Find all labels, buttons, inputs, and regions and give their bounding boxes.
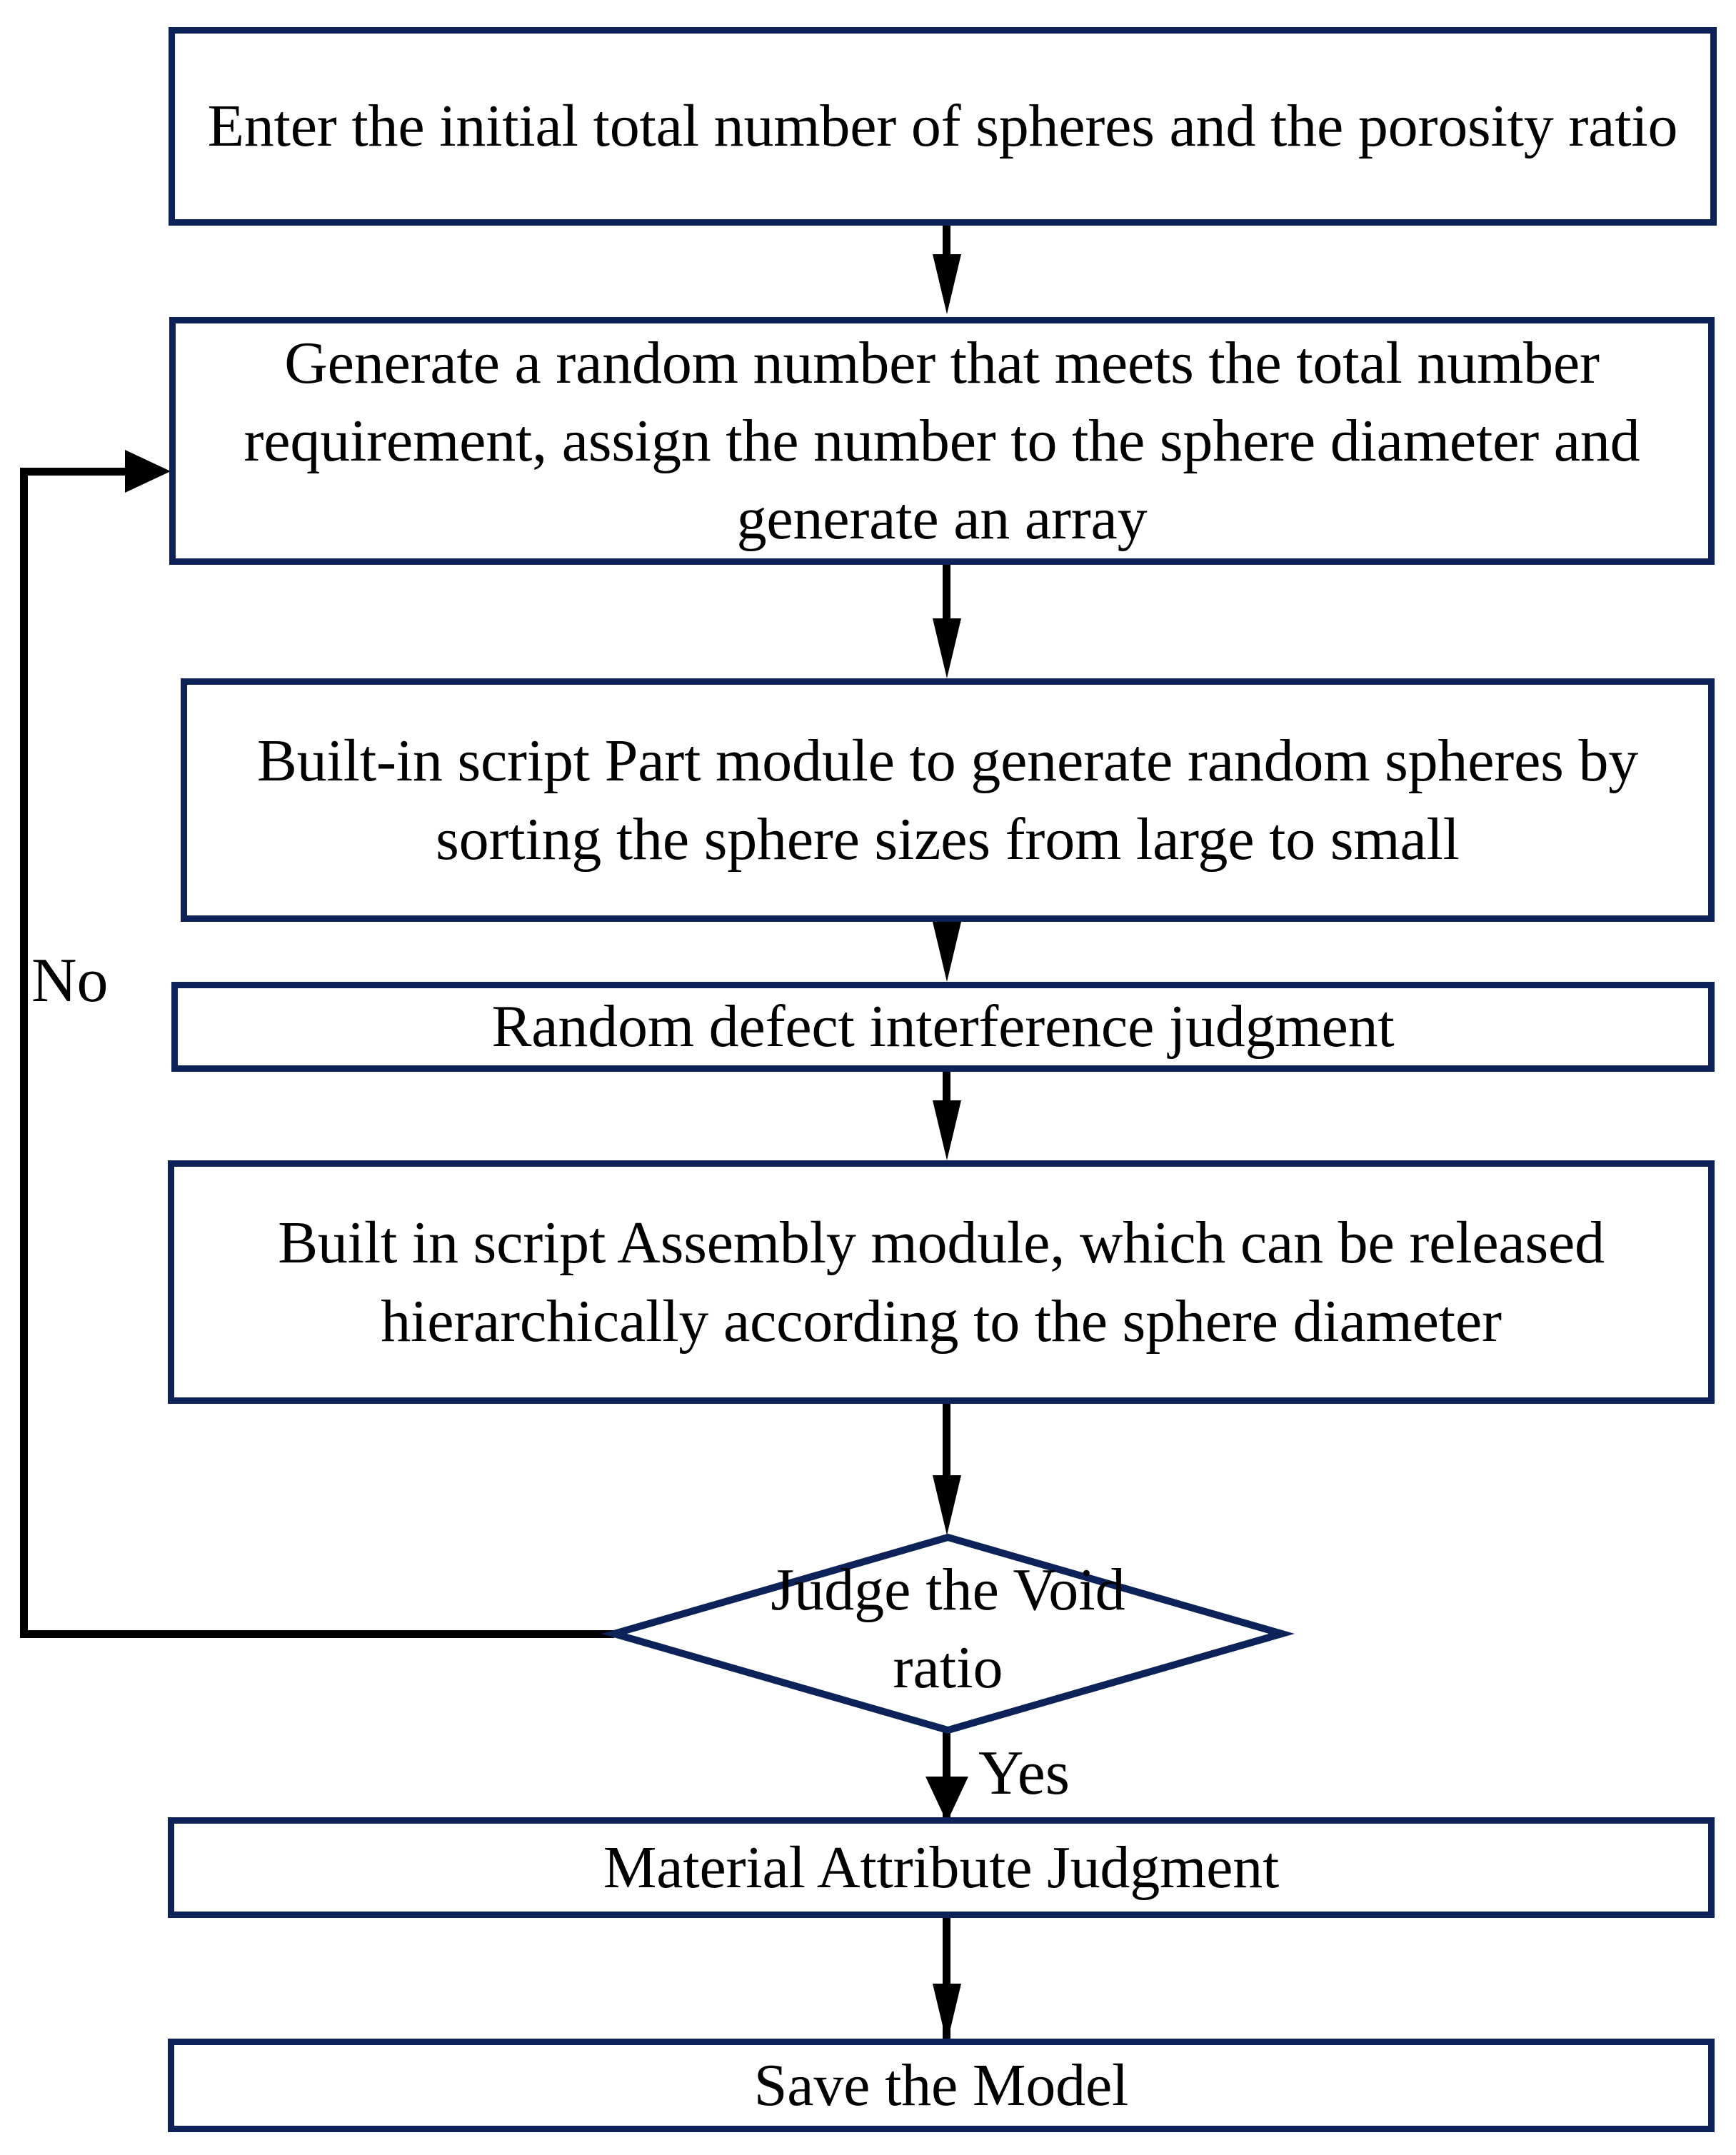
node-save: Save the Model [168, 2039, 1715, 2132]
arrowhead-defect-to-assembly [933, 1100, 961, 1160]
arrowhead-material-to-save [933, 1984, 961, 2044]
node-generate: Generate a random number that meets the … [169, 317, 1715, 565]
node-save-label: Save the Model [753, 2051, 1129, 2119]
arrowhead-decision-to-material [925, 1777, 968, 1822]
connector-input-to-generate [943, 226, 950, 278]
node-part-label: Built-in script Part module to generate … [256, 728, 1639, 873]
connector-no-vertical-rail [20, 468, 28, 1638]
edge-label-no: No [31, 946, 109, 1015]
node-input-label: Enter the initial total number of sphere… [207, 93, 1678, 160]
node-material: Material Attribute Judgment [168, 1817, 1715, 1918]
connector-decision-to-material [943, 1730, 950, 1819]
node-defect-label: Random defect interference judgment [491, 993, 1395, 1060]
arrowhead-no-to-generate [125, 450, 171, 493]
connector-no-horizontal-bottom [20, 1630, 614, 1638]
connector-no-horizontal-top [20, 468, 156, 476]
node-generate-label: Generate a random number that meets the … [244, 329, 1640, 553]
node-part: Built-in script Part module to generate … [181, 678, 1715, 922]
connector-material-to-save [943, 1918, 950, 2041]
connector-generate-to-part [943, 565, 950, 629]
arrowhead-assembly-to-decision [933, 1475, 961, 1535]
edge-label-yes: Yes [978, 1739, 1070, 1808]
node-assembly-label: Built in script Assembly module, which c… [278, 1210, 1605, 1355]
arrowhead-generate-to-part [933, 618, 961, 678]
node-material-label: Material Attribute Judgment [603, 1834, 1280, 1901]
node-input: Enter the initial total number of sphere… [169, 27, 1717, 226]
node-decision: Judge the Void ratio [601, 1533, 1295, 1734]
diamond-shape [601, 1533, 1295, 1734]
arrowhead-part-to-defect [933, 922, 961, 982]
node-assembly: Built in script Assembly module, which c… [168, 1160, 1715, 1404]
connector-defect-to-assembly [943, 1072, 950, 1122]
connector-assembly-to-decision [943, 1404, 950, 1497]
node-defect: Random defect interference judgment [171, 982, 1715, 1072]
arrowhead-input-to-generate [933, 254, 961, 314]
